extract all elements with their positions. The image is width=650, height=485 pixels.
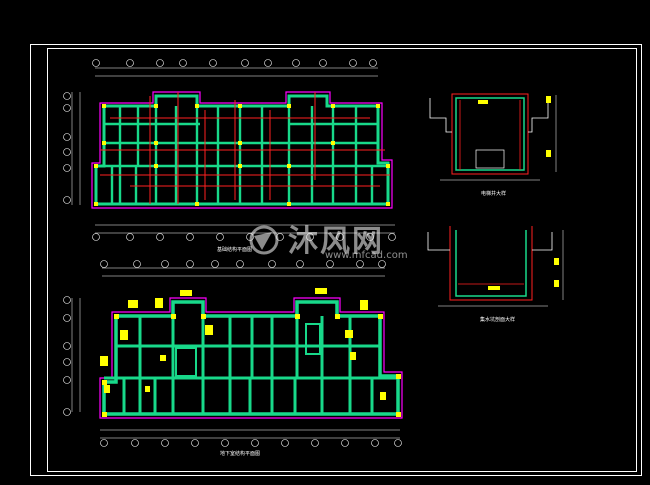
detail-top-caption: 电梯井大样 — [481, 191, 507, 197]
plan-top-caption: 基础结构平面图 — [217, 247, 253, 253]
drawing-frame-inner — [47, 48, 637, 472]
foundation-outline — [91, 91, 393, 209]
plan-bottom — [63, 260, 403, 447]
plan-top — [63, 59, 396, 241]
plan-bottom-caption: 地下室结构平面图 — [220, 451, 261, 457]
detail-bottom — [427, 226, 564, 307]
basement-outline — [99, 297, 403, 419]
watermark-brand: 沐风网 — [288, 224, 384, 259]
drawing-frame-outer — [30, 44, 642, 476]
watermark: 沐风网 www.mfcad.com — [245, 220, 415, 262]
watermark-url: www.mfcad.com — [325, 250, 408, 261]
detail-top — [429, 93, 557, 181]
detail-bottom-caption: 集水坑剖面大样 — [480, 317, 516, 323]
mfcad-logo-icon — [249, 225, 279, 255]
foundation-walls — [94, 94, 390, 206]
